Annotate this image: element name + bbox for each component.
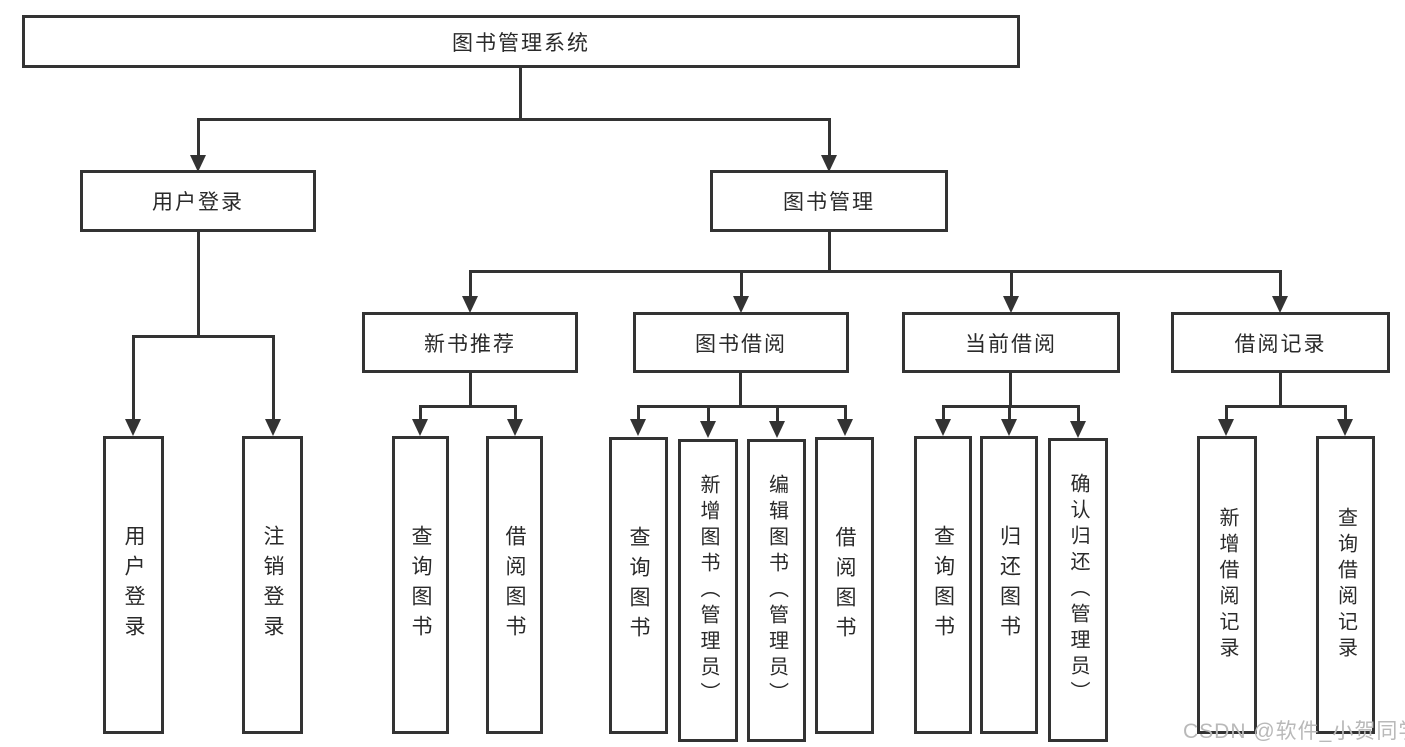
connector-to-records xyxy=(1272,270,1288,313)
node-new-book-recommend: 新书推荐 xyxy=(362,312,578,373)
connector-to-user-login xyxy=(190,118,206,172)
connector-newbook-stem xyxy=(469,373,472,407)
connector-to-leaf xyxy=(412,405,428,436)
connector-level2-bar xyxy=(197,118,831,121)
connector-newbook-bar xyxy=(419,405,516,408)
connector-to-leaf xyxy=(1218,405,1234,436)
connector-to-borrow xyxy=(733,270,749,313)
leaf-add-books-admin: 新增图书（管理员） xyxy=(678,439,738,742)
connector-current-bar xyxy=(942,405,1079,408)
connector-to-leaf xyxy=(935,405,951,436)
arrow-down-icon xyxy=(700,421,716,438)
connector-borrow-stem xyxy=(739,373,742,407)
connector-to-leaf-logout xyxy=(265,335,281,436)
connector-current-stem xyxy=(1009,373,1012,407)
node-library-system: 图书管理系统 xyxy=(22,15,1020,68)
connector-stem xyxy=(706,405,710,421)
arrow-down-icon xyxy=(507,419,523,436)
arrow-down-icon xyxy=(630,419,646,436)
connector-to-leaf xyxy=(700,405,716,438)
arrow-down-icon xyxy=(821,155,837,172)
connector-root-stem xyxy=(519,68,522,119)
leaf-confirm-return-admin: 确认归还（管理员） xyxy=(1048,438,1108,742)
connector-stem xyxy=(468,270,472,296)
connector-stem xyxy=(1076,405,1080,421)
leaf-query-books: 查询图书 xyxy=(609,437,668,734)
leaf-add-borrow-record: 新增借阅记录 xyxy=(1197,436,1257,734)
connector-stem xyxy=(1009,270,1013,296)
connector-stem xyxy=(1343,405,1347,419)
connector-to-leaf xyxy=(1337,405,1353,436)
arrow-down-icon xyxy=(1070,421,1086,438)
connector-to-leaf-login xyxy=(125,335,141,436)
leaf-return-books: 归还图书 xyxy=(980,436,1038,734)
leaf-borrow-books: 借阅图书 xyxy=(486,436,543,734)
arrow-down-icon xyxy=(935,419,951,436)
connector-stem xyxy=(196,118,200,155)
arrow-down-icon xyxy=(265,419,281,436)
node-user-login: 用户登录 xyxy=(80,170,316,232)
connector-stem xyxy=(941,405,945,419)
arrow-down-icon xyxy=(1218,419,1234,436)
connector-to-leaf xyxy=(507,405,523,436)
arrow-down-icon xyxy=(1337,419,1353,436)
connector-user-stem xyxy=(197,232,200,335)
csdn-watermark: CSDN @软件_小贺同学 xyxy=(1183,720,1405,743)
node-book-management: 图书管理 xyxy=(710,170,948,232)
leaf-user-login: 用户登录 xyxy=(103,436,164,734)
connector-to-new-book xyxy=(462,270,478,313)
arrow-down-icon xyxy=(1272,296,1288,313)
node-current-borrow: 当前借阅 xyxy=(902,312,1120,373)
arrow-down-icon xyxy=(769,421,785,438)
connector-stem xyxy=(131,335,135,419)
connector-mgmt-stem xyxy=(828,232,831,272)
connector-to-leaf xyxy=(630,405,646,436)
connector-stem xyxy=(1224,405,1228,419)
connector-records-stem xyxy=(1279,373,1282,407)
connector-stem xyxy=(1278,270,1282,296)
connector-to-leaf xyxy=(837,405,853,436)
connector-user-bar xyxy=(132,335,273,338)
connector-stem xyxy=(843,405,847,419)
connector-borrow-bar xyxy=(637,405,846,408)
arrow-down-icon xyxy=(733,296,749,313)
arrow-down-icon xyxy=(412,419,428,436)
connector-records-bar xyxy=(1225,405,1346,408)
connector-stem xyxy=(1007,405,1011,419)
connector-stem xyxy=(271,335,275,419)
leaf-query-books: 查询图书 xyxy=(392,436,449,734)
connector-stem xyxy=(636,405,640,419)
connector-to-leaf xyxy=(1070,405,1086,438)
arrow-down-icon xyxy=(462,296,478,313)
leaf-logout: 注销登录 xyxy=(242,436,303,734)
connector-stem xyxy=(775,405,779,421)
arrow-down-icon xyxy=(125,419,141,436)
connector-to-leaf xyxy=(1001,405,1017,436)
connector-stem xyxy=(827,118,831,155)
leaf-query-borrow-record: 查询借阅记录 xyxy=(1316,436,1375,734)
node-book-borrow: 图书借阅 xyxy=(633,312,849,373)
leaf-edit-books-admin: 编辑图书（管理员） xyxy=(747,439,806,742)
connector-stem xyxy=(513,405,517,419)
leaf-borrow-books: 借阅图书 xyxy=(815,437,874,734)
arrow-down-icon xyxy=(190,155,206,172)
node-borrow-records: 借阅记录 xyxy=(1171,312,1390,373)
connector-to-current xyxy=(1003,270,1019,313)
arrow-down-icon xyxy=(1001,419,1017,436)
connector-level3-bar xyxy=(469,270,1281,273)
connector-to-leaf xyxy=(769,405,785,438)
arrow-down-icon xyxy=(1003,296,1019,313)
connector-stem xyxy=(418,405,422,419)
leaf-query-books: 查询图书 xyxy=(914,436,972,734)
arrow-down-icon xyxy=(837,419,853,436)
connector-stem xyxy=(739,270,743,296)
connector-to-book-mgmt xyxy=(821,118,837,172)
